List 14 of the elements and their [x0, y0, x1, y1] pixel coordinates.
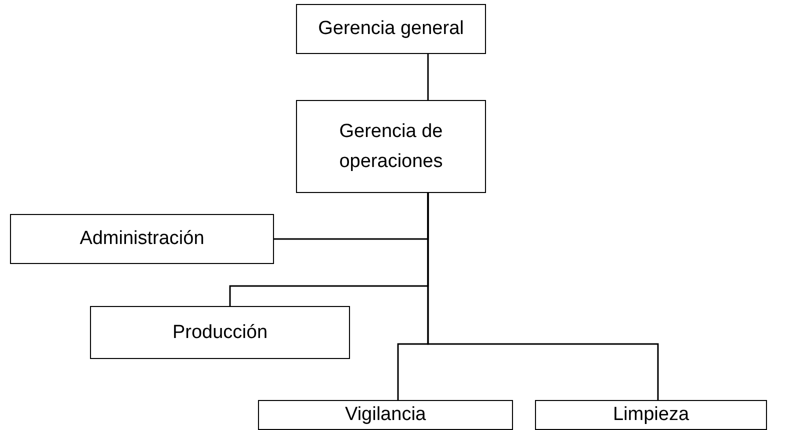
box-label: Vigilancia	[345, 403, 426, 428]
box-label: Limpieza	[612, 403, 690, 428]
box-label: Administración	[80, 227, 204, 252]
org-box	[296, 4, 486, 54]
org-box	[535, 400, 767, 430]
box-label: Producción	[172, 320, 268, 345]
connector-line	[427, 54, 429, 100]
org-box	[296, 100, 486, 193]
box-label: Gerencia de operaciones	[338, 120, 444, 174]
connector-line	[427, 193, 659, 400]
box-label: Gerencia general	[318, 17, 464, 42]
org-box	[10, 214, 274, 264]
org-box	[90, 306, 350, 359]
org-box	[258, 400, 513, 430]
